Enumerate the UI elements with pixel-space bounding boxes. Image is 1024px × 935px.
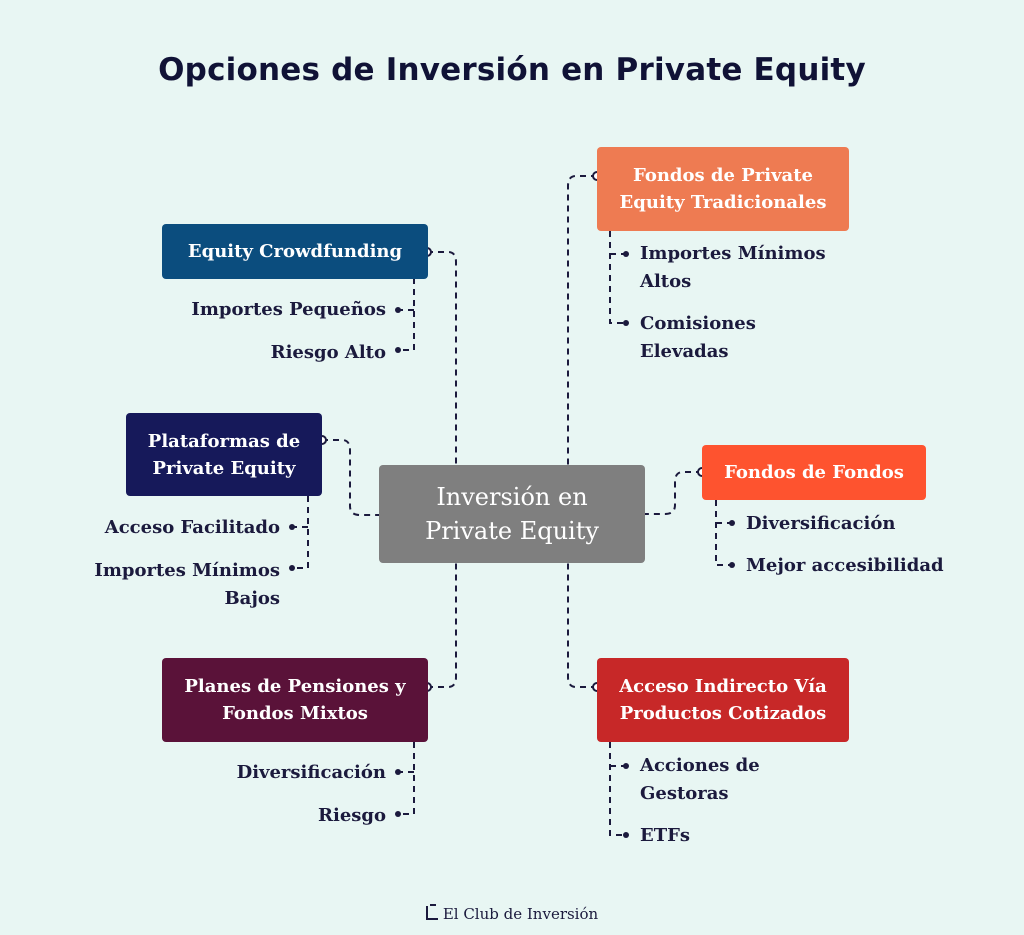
node-acceso-indirecto-label-line1: Acceso Indirecto Vía: [619, 676, 827, 697]
item-importes-minimos-bajos-line2: Bajos: [224, 588, 280, 609]
item-comisiones-elevadas-line1: Comisiones: [640, 313, 756, 334]
item-importes-minimos-bajos-line1: Importes Mínimos: [94, 560, 280, 581]
connector-crowdfunding-items: [398, 278, 415, 351]
item-acciones-gestoras-line1: Acciones de: [640, 755, 760, 776]
item-importes-pequenos: Importes Pequeños: [191, 299, 386, 320]
node-fondos-tradicionales-label-line2: Equity Tradicionales: [619, 192, 827, 213]
item-importes-minimos-altos-line1: Importes Mínimos: [640, 243, 826, 264]
node-planes-label-line2: Fondos Mixtos: [222, 703, 368, 724]
connector-plataformas: [322, 439, 379, 516]
item-diversificacion-planes: Diversificación: [236, 762, 386, 783]
node-fondos-de-fondos: Fondos de Fondos: [702, 445, 926, 500]
node-plataformas-private-equity: Plataformas de Private Equity: [126, 413, 322, 496]
node-plataformas-label-line2: Private Equity: [152, 457, 296, 479]
footer-brand-text: El Club de Inversión: [442, 905, 599, 923]
central-node-line1: Inversión en: [436, 483, 588, 511]
item-etfs: ETFs: [640, 825, 691, 846]
item-riesgo-alto: Riesgo Alto: [270, 342, 386, 363]
connector-fondos-de-fondos: [645, 471, 702, 515]
node-planes-pensiones: Planes de Pensiones y Fondos Mixtos: [162, 658, 428, 742]
item-importes-minimos-altos-line2: Altos: [640, 271, 692, 292]
node-planes-label-line1: Planes de Pensiones y: [184, 676, 406, 697]
node-fondos-tradicionales-label-line1: Fondos de Private: [633, 165, 813, 186]
item-acceso-facilitado: Acceso Facilitado: [104, 517, 280, 538]
node-acceso-indirecto-label-line2: Productos Cotizados: [619, 703, 827, 724]
central-node: Inversión en Private Equity: [379, 465, 645, 563]
connector-acceso-indirecto-items: [609, 742, 626, 836]
node-equity-crowdfunding-label: Equity Crowdfunding: [187, 241, 403, 262]
node-acceso-indirecto: Acceso Indirecto Vía Productos Cotizados: [597, 658, 849, 742]
connector-fondos-tradicionales-items: [609, 231, 626, 324]
connector-crowdfunding: [427, 251, 457, 465]
node-fondos-tradicionales: Fondos de Private Equity Tradicionales: [597, 147, 849, 231]
connector-plataformas-items: [292, 496, 309, 569]
central-node-line2: Private Equity: [425, 517, 599, 545]
item-diversificacion-fondos: Diversificación: [746, 513, 896, 534]
connector-planes: [427, 563, 457, 688]
node-equity-crowdfunding: Equity Crowdfunding: [162, 224, 428, 279]
item-acciones-gestoras-line2: Gestoras: [640, 783, 729, 804]
item-mejor-accesibilidad: Mejor accesibilidad: [746, 555, 944, 576]
node-plataformas-label-line1: Plataformas de: [147, 430, 301, 452]
footer-brand: El Club de Inversión: [0, 904, 1024, 923]
item-comisiones-elevadas-line2: Elevadas: [640, 341, 729, 362]
item-riesgo: Riesgo: [318, 805, 386, 826]
connector-planes-items: [398, 742, 415, 815]
connector-fondos-tradicionales: [567, 175, 597, 465]
brand-logo-icon: [425, 904, 438, 920]
connector-fondos-de-fondos-items: [715, 500, 732, 566]
diagram-title: Opciones de Inversión en Private Equity: [158, 52, 866, 88]
connector-acceso-indirecto: [567, 563, 597, 688]
node-fondos-de-fondos-label: Fondos de Fondos: [724, 462, 904, 483]
